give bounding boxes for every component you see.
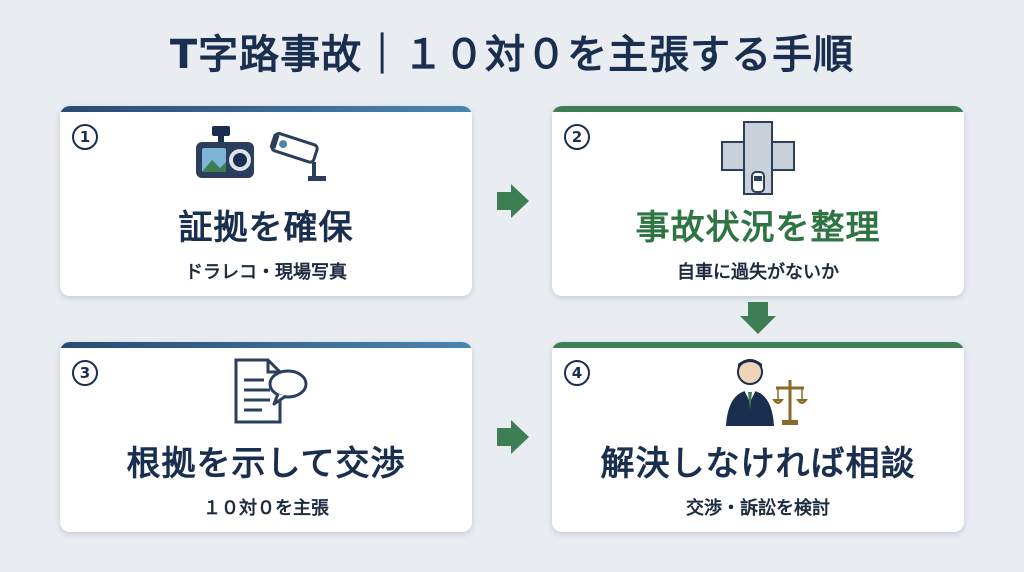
arrow-down-icon [740, 302, 776, 334]
step-subtitle: １０対０を主張 [203, 498, 329, 519]
step-title: 根拠を示して交渉 [126, 444, 406, 484]
step-title: 事故状況を整理 [635, 208, 881, 248]
card-accent-bar [552, 342, 964, 348]
step-number-badge: 2 [564, 124, 590, 150]
step-number-badge: 1 [72, 124, 98, 150]
step-subtitle: ドラレコ・現場写真 [185, 262, 347, 283]
lawyer-scales-icon [726, 359, 808, 426]
step-card-3: 3 根拠を示して交渉 １０対０を主張 [60, 342, 472, 532]
step-title: 解決しなければ相談 [600, 444, 916, 484]
arrow-right-icon [497, 420, 529, 454]
document-speech-icon [234, 358, 308, 424]
arrow-right-icon [497, 184, 529, 218]
card-accent-bar [552, 106, 964, 112]
t-intersection-icon [721, 121, 795, 195]
card-accent-bar [60, 342, 472, 348]
step-number-badge: 4 [564, 360, 590, 386]
step-card-2: 2 事故状況を整理 自車に過失がないか [552, 106, 964, 296]
dashcam-icon [196, 126, 254, 178]
step-subtitle: 自車に過失がないか [677, 262, 839, 283]
step-card-1: 1 証拠を確保 ドラレコ・現場写真 [60, 106, 472, 296]
step-card-4: 4 解決しなければ相談 交渉・訴訟を検討 [552, 342, 964, 532]
page-title: T字路事故｜１０対０を主張する手順 [169, 32, 855, 78]
step-subtitle: 交渉・訴訟を検討 [686, 498, 830, 519]
step-number-badge: 3 [72, 360, 98, 386]
card-accent-bar [60, 106, 472, 112]
security-camera-icon [269, 132, 326, 181]
step-title: 証拠を確保 [178, 208, 354, 248]
